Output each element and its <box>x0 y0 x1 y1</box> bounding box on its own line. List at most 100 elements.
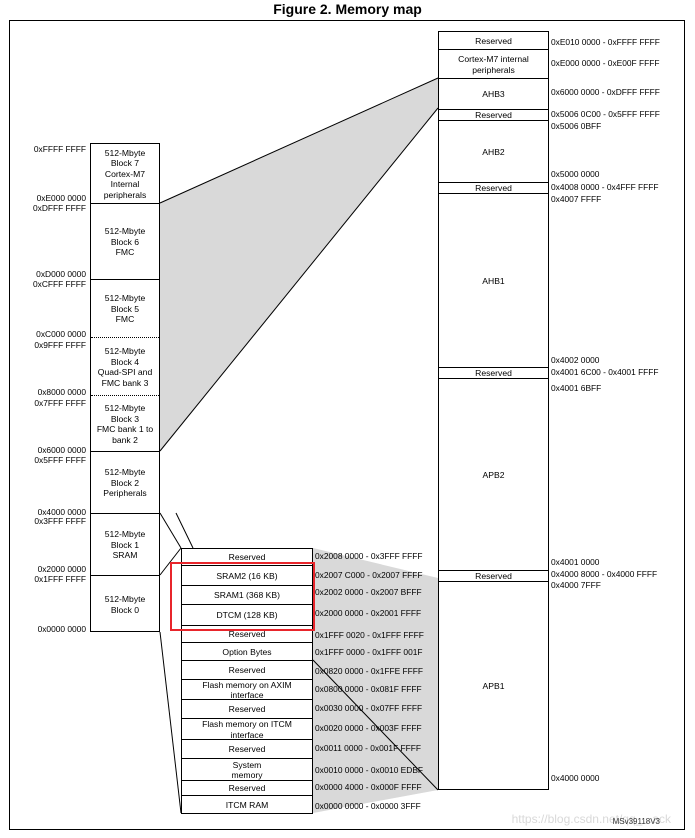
memory-block-7: 512-Mbyte Block 7 Cortex-M7 Internal per… <box>103 147 147 200</box>
address-label: 0x5FFF FFFF <box>34 455 86 465</box>
address-label: 0x4000 8000 - 0x4000 FFFF <box>551 569 658 579</box>
region-divider <box>439 367 548 368</box>
address-label: 0x1FFF FFFF <box>34 574 86 584</box>
address-label: 0x1FFF 0020 - 0x1FFF FFFF <box>315 630 424 640</box>
region-divider <box>182 660 312 661</box>
region-divider <box>182 565 312 566</box>
region-divider <box>439 570 548 571</box>
peripheral-region-apb1: APB1 <box>482 681 505 692</box>
address-label: 0x7FFF FFFF <box>34 398 86 408</box>
address-label: 0x4007 FFFF <box>551 194 602 204</box>
address-label: 0x4000 0000 <box>37 507 86 517</box>
region-divider <box>439 581 548 582</box>
region-divider <box>182 604 312 605</box>
region-divider <box>91 337 159 338</box>
memory-block-2: 512-Mbyte Block 2 Peripherals <box>103 467 147 499</box>
region-divider <box>439 378 548 379</box>
region-divider <box>182 679 312 680</box>
connector-line <box>159 512 182 549</box>
address-label: 0x0000 4000 - 0x000F FFFF <box>315 782 422 792</box>
address-label: 0x2002 0000 - 0x2007 BFFF <box>315 587 422 597</box>
main-memory-column: 512-Mbyte Block 7 Cortex-M7 Internal per… <box>90 143 160 632</box>
address-label: 0x4000 7FFF <box>551 580 601 590</box>
address-label: 0x4000 0000 <box>551 773 600 783</box>
reserved-region: Reserved <box>475 368 512 379</box>
memory-region-sram2-16-kb: SRAM2 (16 KB) <box>216 570 278 581</box>
address-label: 0x1FFF 0000 - 0x1FFF 001F <box>315 647 423 657</box>
address-label: 0x0000 0000 - 0x0000 3FFF <box>315 801 421 811</box>
peripheral-region-apb2: APB2 <box>482 469 505 480</box>
region-divider <box>91 203 159 204</box>
address-label: 0xE000 0000 <box>36 193 86 203</box>
address-label: 0xDFFF FFFF <box>32 203 86 213</box>
connector-line <box>175 512 194 549</box>
address-label: 0x2007 C000 - 0x2007 FFFF <box>315 570 423 580</box>
memory-region-sram1-368-kb: SRAM1 (368 KB) <box>214 590 280 601</box>
region-divider <box>439 182 548 183</box>
memory-block-0: 512-Mbyte Block 0 <box>104 594 146 615</box>
connector-line <box>159 631 182 814</box>
region-divider <box>182 739 312 740</box>
address-label: 0x0800 0000 - 0x081F FFFF <box>315 684 422 694</box>
memory-region-dtcm-128-kb: DTCM (128 KB) <box>216 610 278 621</box>
reserved-region: Reserved <box>228 552 266 563</box>
memory-block-5: 512-Mbyte Block 5 FMC <box>104 293 146 325</box>
reserved-region: Reserved <box>228 665 266 676</box>
peripheral-region-ahb3: AHB3 <box>482 89 505 100</box>
memory-block-4: 512-Mbyte Block 4 Quad-SPI and FMC bank … <box>97 346 153 388</box>
reserved-region: Reserved <box>475 183 512 194</box>
address-label: 0xE010 0000 - 0xFFFF FFFF <box>551 37 660 47</box>
region-divider <box>182 625 312 626</box>
memory-region-itcm-ram: ITCM RAM <box>225 800 269 811</box>
memory-block-3: 512-Mbyte Block 3 FMC bank 1 to bank 2 <box>96 403 154 445</box>
address-label: 0x5006 0BFF <box>551 121 602 131</box>
region-divider <box>439 120 548 121</box>
peripheral-expansion-shade <box>160 78 438 451</box>
address-label: 0xE000 0000 - 0xE00F FFFF <box>551 58 660 68</box>
region-divider <box>439 109 548 110</box>
region-divider <box>439 49 548 50</box>
lower-expansion-shade <box>313 548 438 813</box>
diagram-frame <box>9 20 685 830</box>
address-label: 0x2000 0000 <box>37 564 86 574</box>
region-divider <box>182 780 312 781</box>
reserved-region: Reserved <box>228 629 266 640</box>
peripheral-region-ahb2: AHB2 <box>482 146 505 157</box>
address-label: 0x0020 0000 - 0x003F FFFF <box>315 723 422 733</box>
region-divider <box>182 585 312 586</box>
reserved-region: Reserved <box>228 744 266 755</box>
address-label: 0x2008 0000 - 0x3FFF FFFF <box>315 551 423 561</box>
address-label: 0x6000 0000 <box>37 445 86 455</box>
region-divider <box>182 758 312 759</box>
reserved-region: Reserved <box>475 110 512 121</box>
address-label: 0x9FFF FFFF <box>34 340 86 350</box>
figure-title: Figure 2. Memory map <box>273 1 422 17</box>
region-divider <box>91 279 159 280</box>
region-divider <box>182 718 312 719</box>
region-divider <box>91 395 159 396</box>
address-label: 0xFFFF FFFF <box>33 144 86 154</box>
peripheral-region-ahb1: AHB1 <box>482 275 505 286</box>
connector-line <box>312 659 439 791</box>
region-divider <box>439 193 548 194</box>
address-label: 0xC000 0000 <box>36 329 86 339</box>
region-divider <box>182 699 312 700</box>
address-label: 0x0000 0000 <box>37 624 86 634</box>
address-label: 0x5006 0C00 - 0x5FFF FFFF <box>551 109 660 119</box>
peripheral-region-cortex-m7-internal-peripherals: Cortex-M7 internal peripherals <box>458 54 529 75</box>
address-label: 0x4001 0000 <box>551 557 600 567</box>
region-divider <box>91 513 159 514</box>
region-divider <box>91 451 159 452</box>
address-label: 0x0011 0000 - 0x001F FFFF <box>315 743 421 753</box>
address-label: 0x0820 0000 - 0x1FFE FFFF <box>315 666 423 676</box>
memory-region-flash-memory-on-itcm-interface: Flash memory on ITCM interface <box>202 719 292 740</box>
address-label: 0x4001 6BFF <box>551 383 602 393</box>
region-divider <box>439 78 548 79</box>
reserved-region: Reserved <box>475 571 512 582</box>
address-label: 0x2000 0000 - 0x2001 FFFF <box>315 608 422 618</box>
memory-region-option-bytes: Option Bytes <box>222 646 272 657</box>
memory-region-flash-memory-on-axim-interface: Flash memory on AXIM interface <box>202 680 292 700</box>
address-label: 0xCFFF FFFF <box>32 279 86 289</box>
